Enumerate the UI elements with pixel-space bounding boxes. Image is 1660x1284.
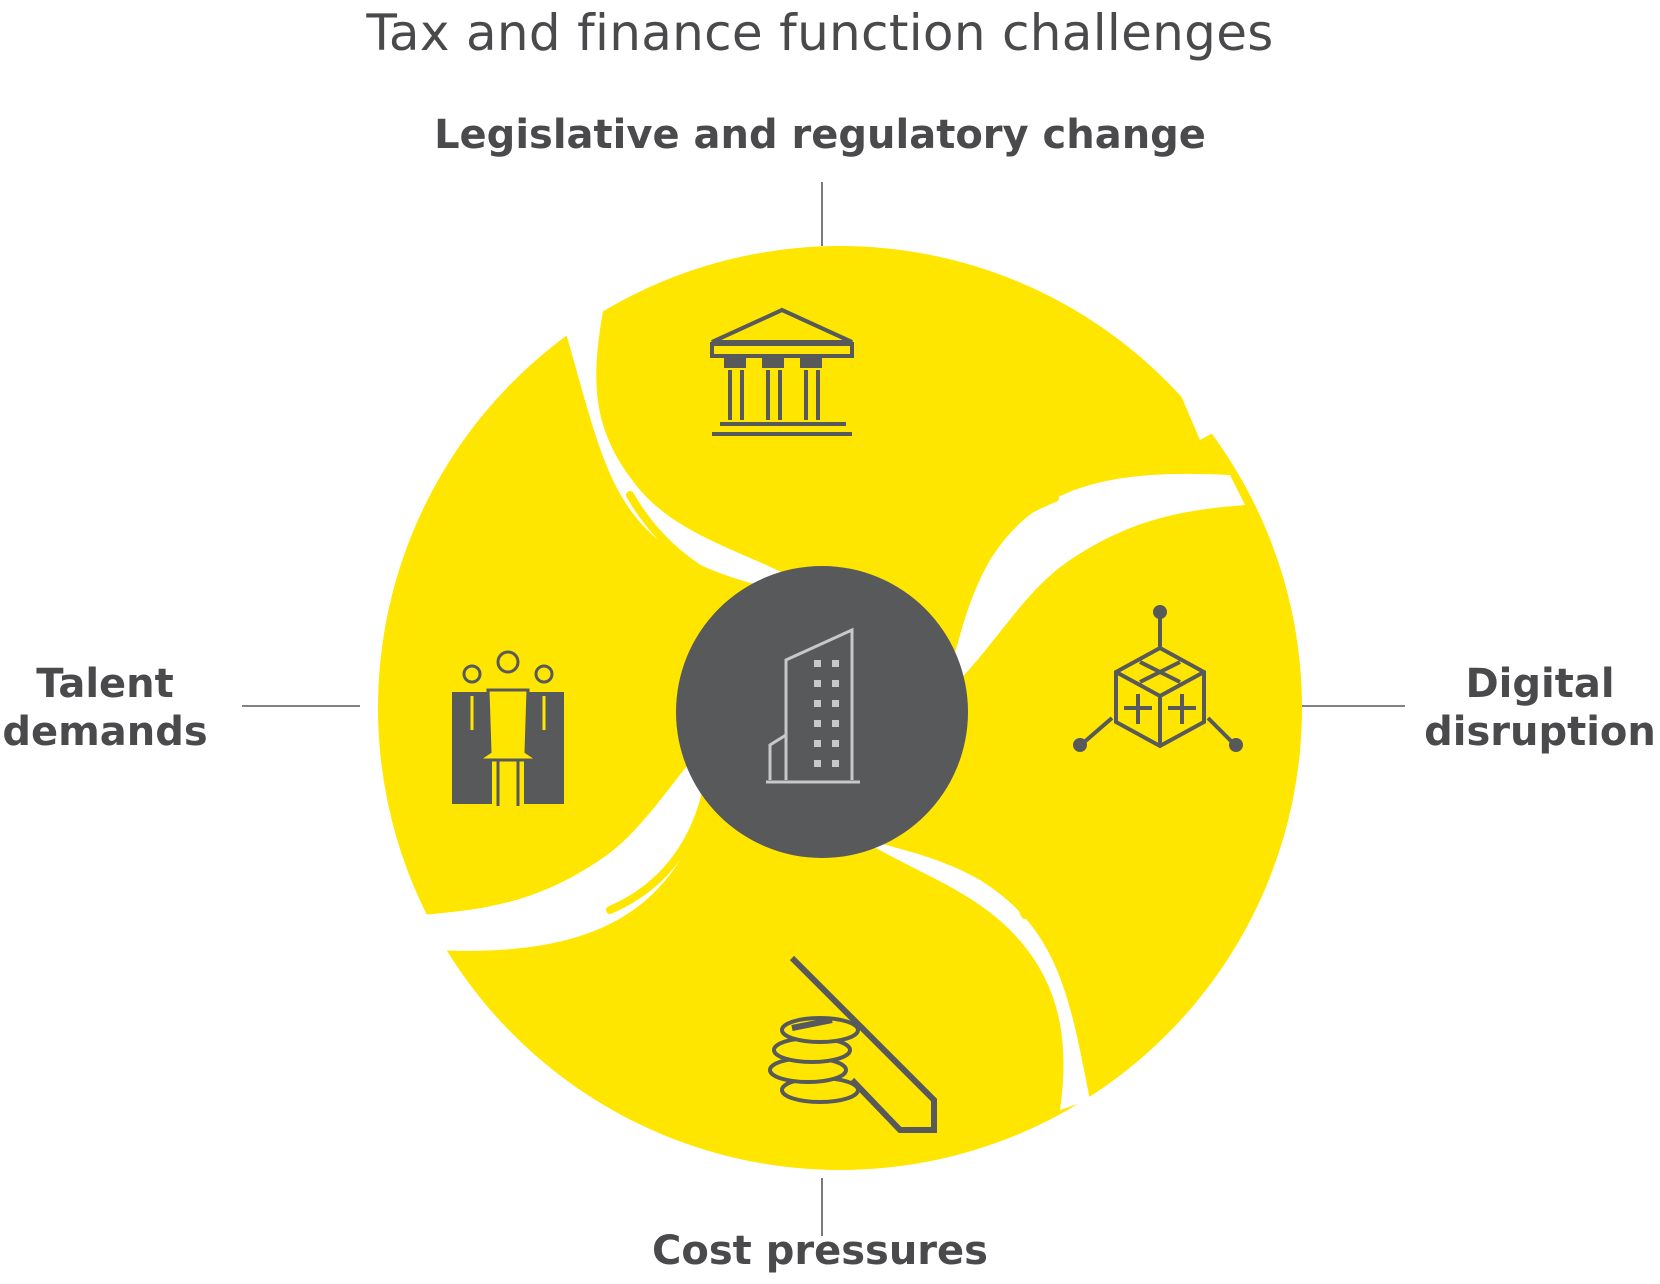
people-group-icon — [452, 650, 564, 806]
segment-label-talent-line1: Talent — [36, 661, 174, 707]
connector-lines — [242, 182, 1405, 1236]
network-cube-icon — [1073, 605, 1243, 752]
diagram-title: Tax and finance function challenges — [366, 4, 1274, 62]
segment-label-digital-line2: disruption — [1424, 709, 1656, 755]
notch-bottom-left — [350, 980, 520, 1120]
segment-label-cost: Cost pressures — [652, 1228, 988, 1274]
notch-top-left — [470, 250, 565, 330]
government-building-icon — [710, 307, 854, 436]
notch-bottom-right — [1090, 1090, 1200, 1180]
segment-label-digital: Digital disruption — [1420, 660, 1660, 756]
segment-label-digital-line1: Digital — [1465, 661, 1615, 707]
office-building-icon — [766, 627, 860, 784]
center-circle — [676, 566, 968, 858]
segment-label-talent: Talent demands — [0, 660, 210, 756]
segment-label-legislative: Legislative and regulatory change — [434, 112, 1206, 158]
segment-label-talent-line2: demands — [2, 709, 208, 755]
notch-top-right — [1140, 300, 1310, 440]
swirl-gap-bottom — [805, 790, 1090, 1110]
coins-decline-icon — [768, 955, 937, 1133]
